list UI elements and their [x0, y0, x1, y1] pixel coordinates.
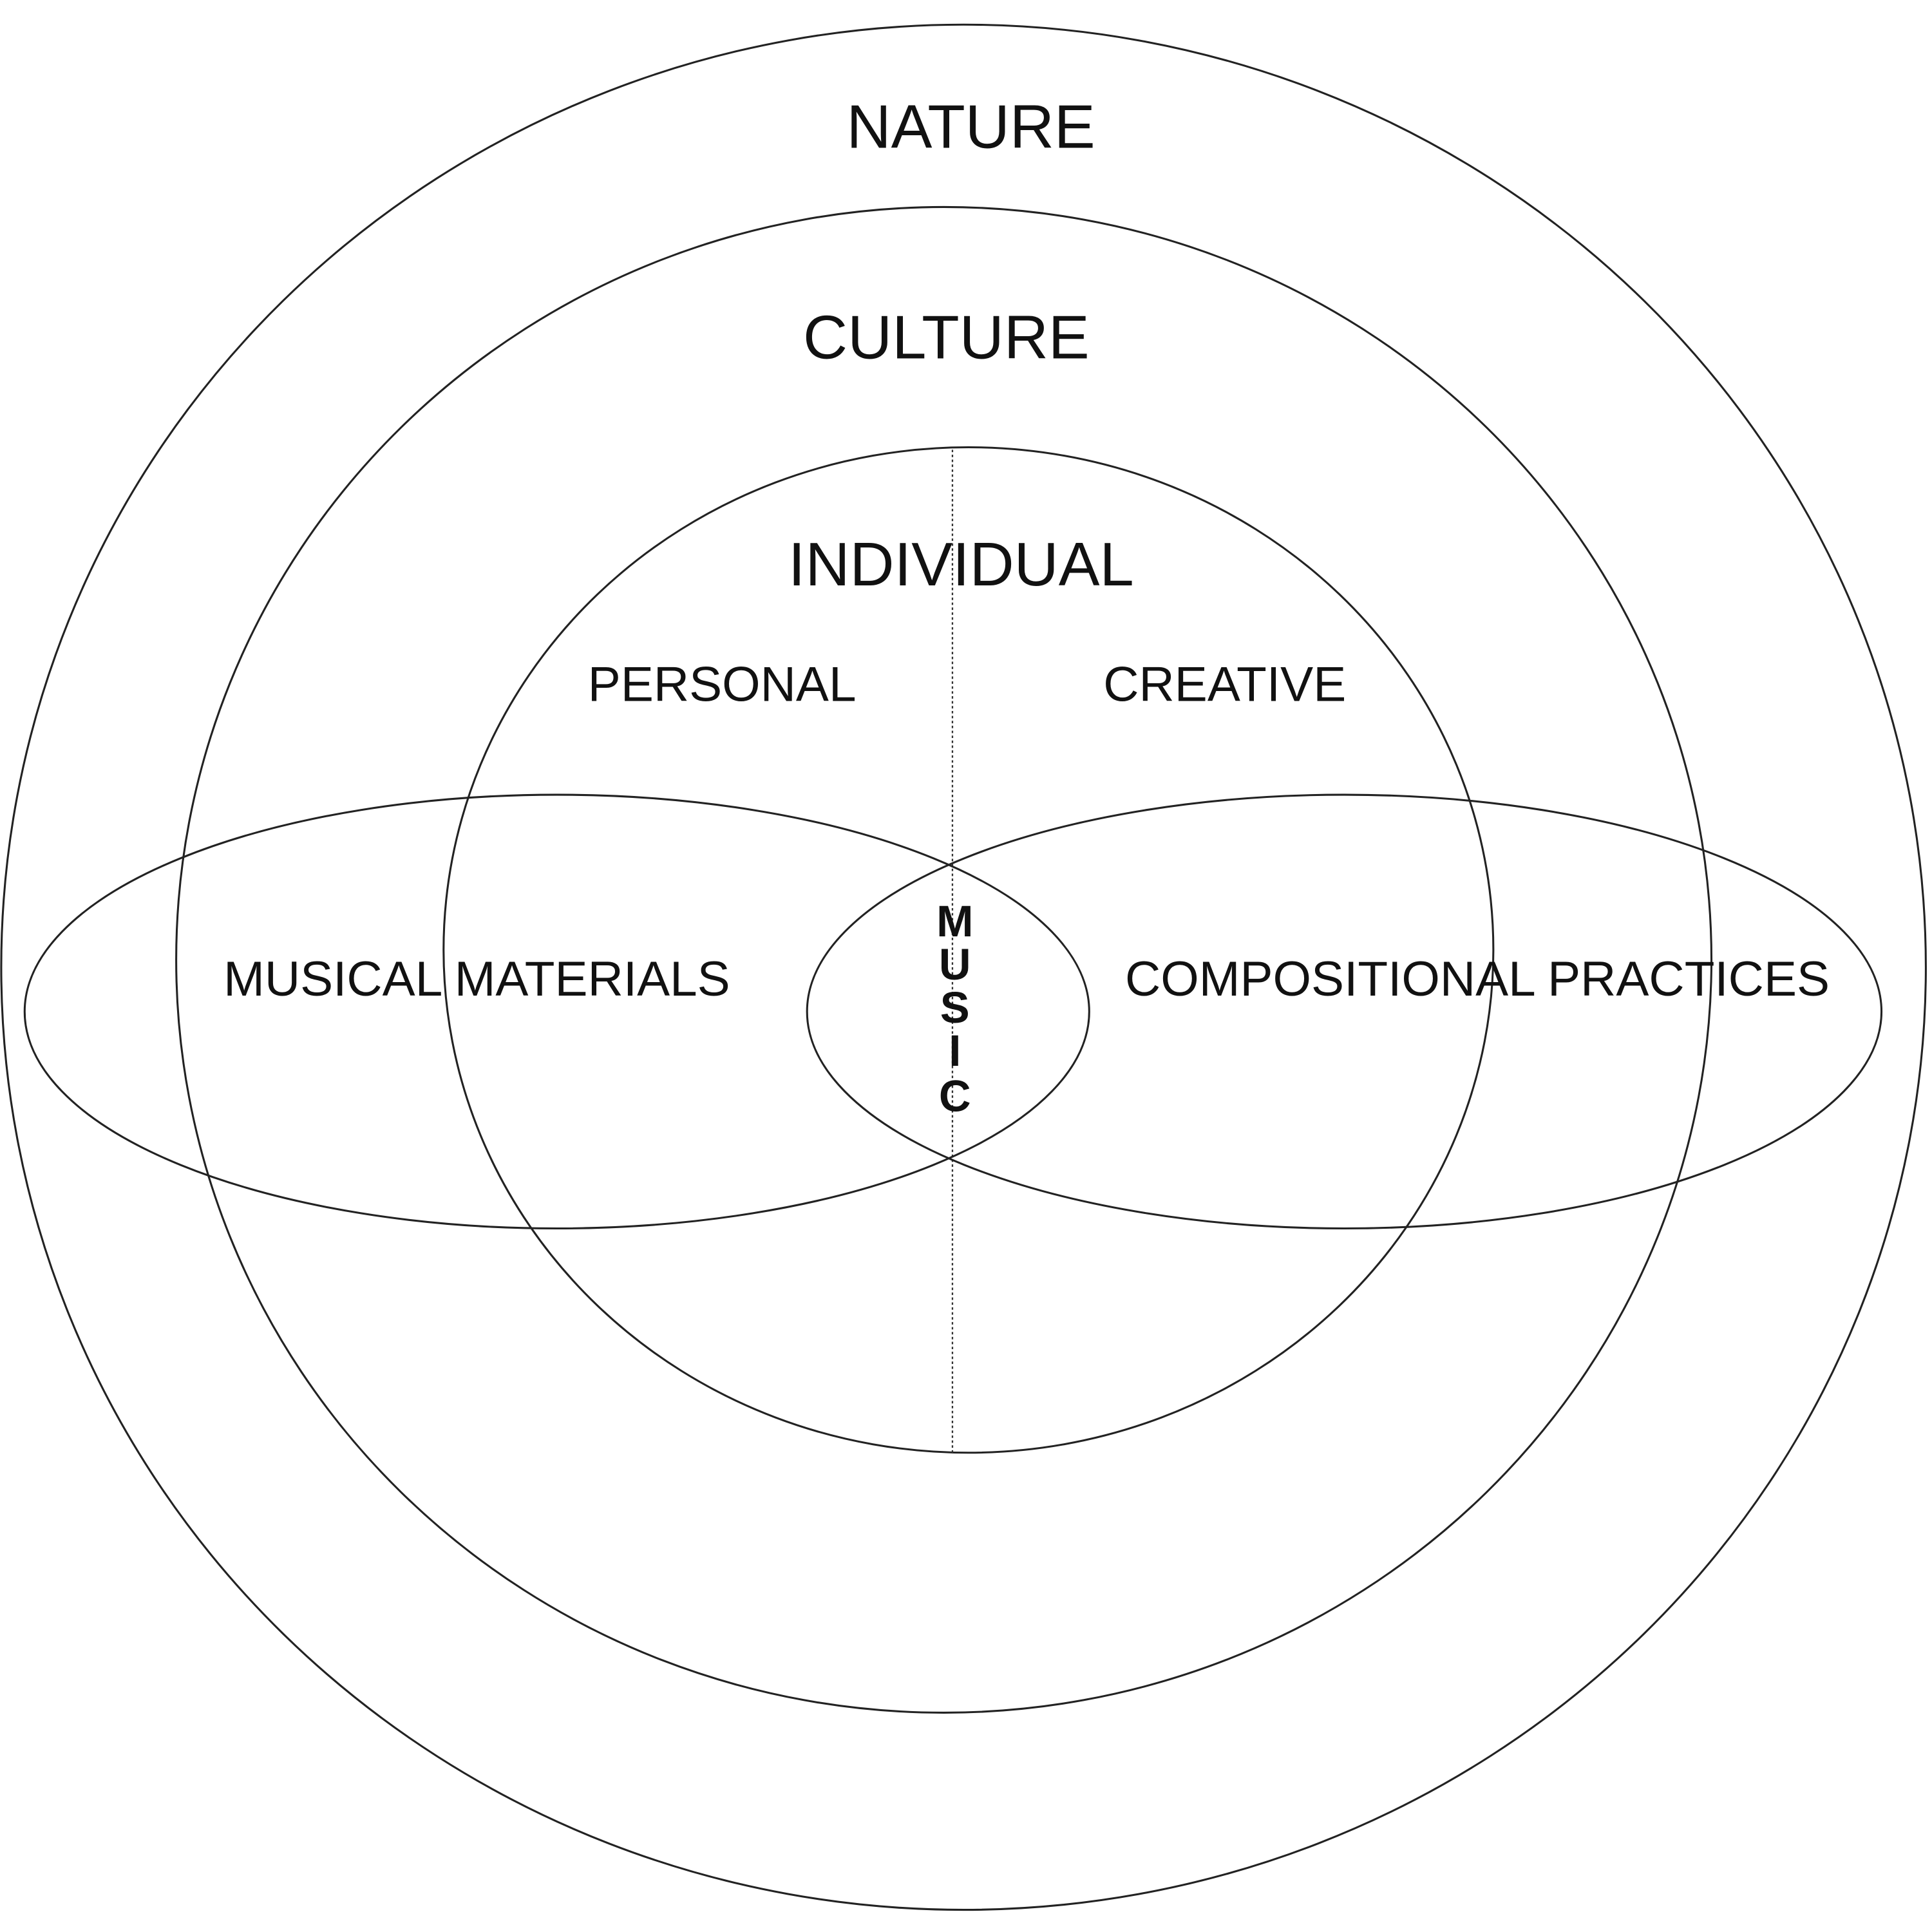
musical-materials-ellipse: [23, 793, 1090, 1230]
music-letter: C: [939, 1072, 971, 1121]
music-letter: U: [939, 940, 971, 989]
culture-circle: [175, 205, 1713, 1714]
music-letter: M: [936, 896, 973, 946]
personal-label: PERSONAL: [588, 658, 857, 712]
individual-circle: [442, 446, 1495, 1454]
nature-circle: [0, 23, 1927, 1911]
culture-label: CULTURE: [803, 303, 1090, 372]
individual-label: INDIVIDUAL: [788, 530, 1134, 599]
compositional-practices-ellipse: [806, 793, 1883, 1230]
music-label: M U S I C: [936, 896, 973, 1121]
creative-label: CREATIVE: [1103, 658, 1346, 712]
nature-label: NATURE: [847, 93, 1095, 162]
compositional-practices-label: COMPOSITIONAL PRACTICES: [1125, 952, 1830, 1007]
music-letter: S: [940, 983, 970, 1032]
musical-materials-label: MUSICAL MATERIALS: [223, 952, 730, 1007]
music-letter: I: [949, 1026, 961, 1075]
